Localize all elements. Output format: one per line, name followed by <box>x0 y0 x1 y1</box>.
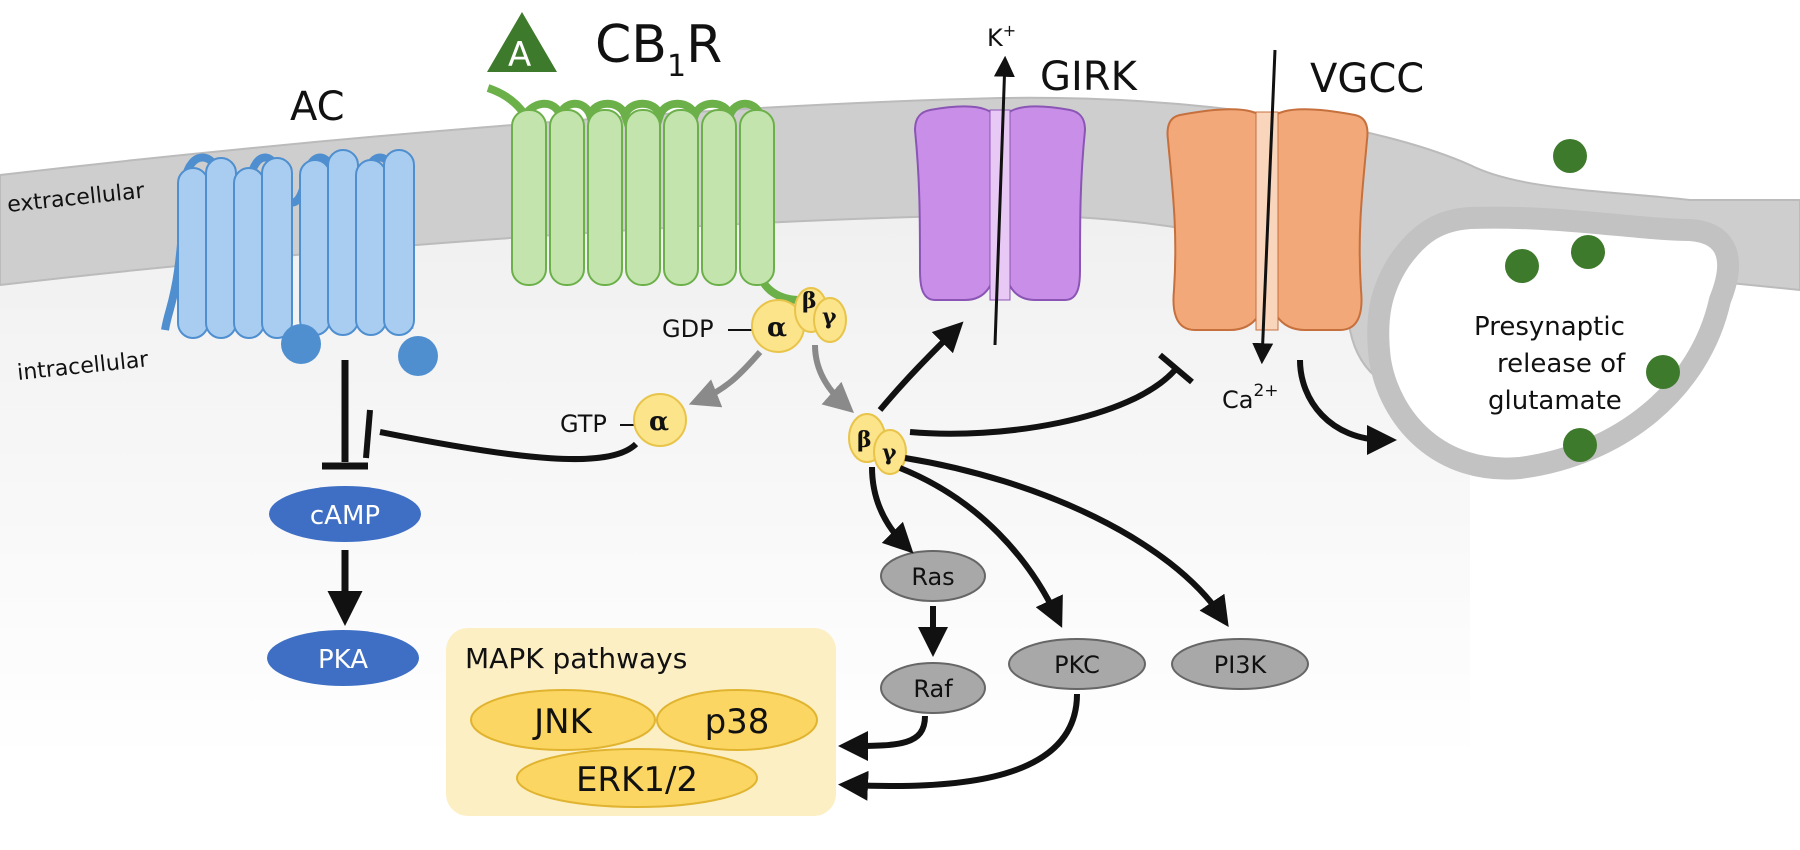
ac-camp-inhibition <box>322 360 368 470</box>
vesicle-dot <box>1571 235 1605 269</box>
vesicle-dot <box>1646 355 1680 389</box>
mapk-box: MAPK pathways JNK p38 ERK1/2 <box>446 628 836 816</box>
pkc-to-erk-arrow <box>838 693 1080 801</box>
ras-label: Ras <box>911 563 954 591</box>
glutamate-vesicles <box>1505 139 1680 462</box>
pka-node: PKA <box>267 630 419 686</box>
vesicle-dot <box>1505 249 1539 283</box>
vgcc-label: VGCC <box>1310 56 1424 102</box>
vgcc-inhibition-bar <box>1158 352 1194 385</box>
alpha-symbol-gtp: α <box>649 407 669 437</box>
betagamma-to-girk-arrow <box>877 321 964 412</box>
vesicle-dot <box>1563 428 1597 462</box>
raf-to-mapk-arrow <box>838 715 928 761</box>
erk-node <box>516 748 758 808</box>
vgcc-to-release-arrow <box>1297 359 1397 455</box>
alpha-symbol: α <box>767 313 787 343</box>
pka-label: PKA <box>318 645 368 675</box>
g-protein-heterotrimer: α β γ <box>728 287 847 353</box>
camp-label: cAMP <box>310 501 380 531</box>
cb1r-receptor <box>486 84 801 304</box>
gamma-symbol: γ <box>822 304 837 330</box>
betagamma-to-pi3k-arrow <box>904 455 1229 627</box>
gdp-label: GDP <box>662 315 714 343</box>
alpha-ac-inhibition <box>363 409 639 463</box>
agonist-triangle: A <box>487 12 557 75</box>
gtp-label: GTP <box>560 410 607 438</box>
erk-label: ERK1/2 <box>576 760 698 800</box>
presynaptic-label-line2: release of <box>1497 349 1626 379</box>
ca-ion-label: Ca2+ <box>1222 381 1279 414</box>
girk-label: GIRK <box>1040 54 1139 100</box>
dissociation-arrow-alpha <box>688 350 763 408</box>
raf-node: Raf <box>880 662 986 714</box>
betagamma-to-ras-arrow <box>869 466 914 554</box>
pkc-label: PKC <box>1054 651 1100 679</box>
betagamma-to-pkc-arrow <box>898 465 1063 628</box>
gtp-alpha-subunit: α <box>620 393 687 447</box>
agonist-label: A <box>508 35 531 75</box>
p38-node <box>656 689 818 751</box>
pi3k-label: PI3K <box>1214 651 1268 679</box>
ac-label: AC <box>290 84 345 130</box>
gamma-symbol-free: γ <box>882 440 897 466</box>
vesicle-dot <box>1553 139 1587 173</box>
vgcc-channel <box>1166 108 1369 331</box>
p38-label: p38 <box>705 702 770 742</box>
pkc-node: PKC <box>1008 638 1146 690</box>
raf-label: Raf <box>913 675 953 703</box>
jnk-label: JNK <box>532 702 593 742</box>
k-ion-arrow <box>993 55 1015 346</box>
presynaptic-label-line1: Presynaptic <box>1474 312 1625 342</box>
beta-symbol: β <box>802 288 817 314</box>
ca-ion-arrow <box>1252 49 1277 365</box>
beta-symbol-free: β <box>857 427 872 453</box>
pathway-arrows <box>838 321 1397 801</box>
camp-node: cAMP <box>269 486 421 542</box>
dissociation-arrow-betagamma <box>812 344 854 413</box>
jnk-node <box>470 689 656 751</box>
cb1r-label: CB1R <box>595 15 722 84</box>
ras-node: Ras <box>880 550 986 602</box>
presynaptic-label-line3: glutamate <box>1488 386 1622 416</box>
beta-gamma-subunit: β γ <box>848 413 907 475</box>
girk-channel <box>913 105 1087 301</box>
betagamma-vgcc-inhibition <box>909 367 1178 437</box>
mapk-title: MAPK pathways <box>465 642 687 675</box>
presynaptic-vesicle-membrane <box>1367 206 1740 480</box>
pi3k-node: PI3K <box>1171 638 1309 690</box>
adenylyl-cyclase <box>161 149 438 376</box>
k-ion-label: K+ <box>987 21 1016 52</box>
